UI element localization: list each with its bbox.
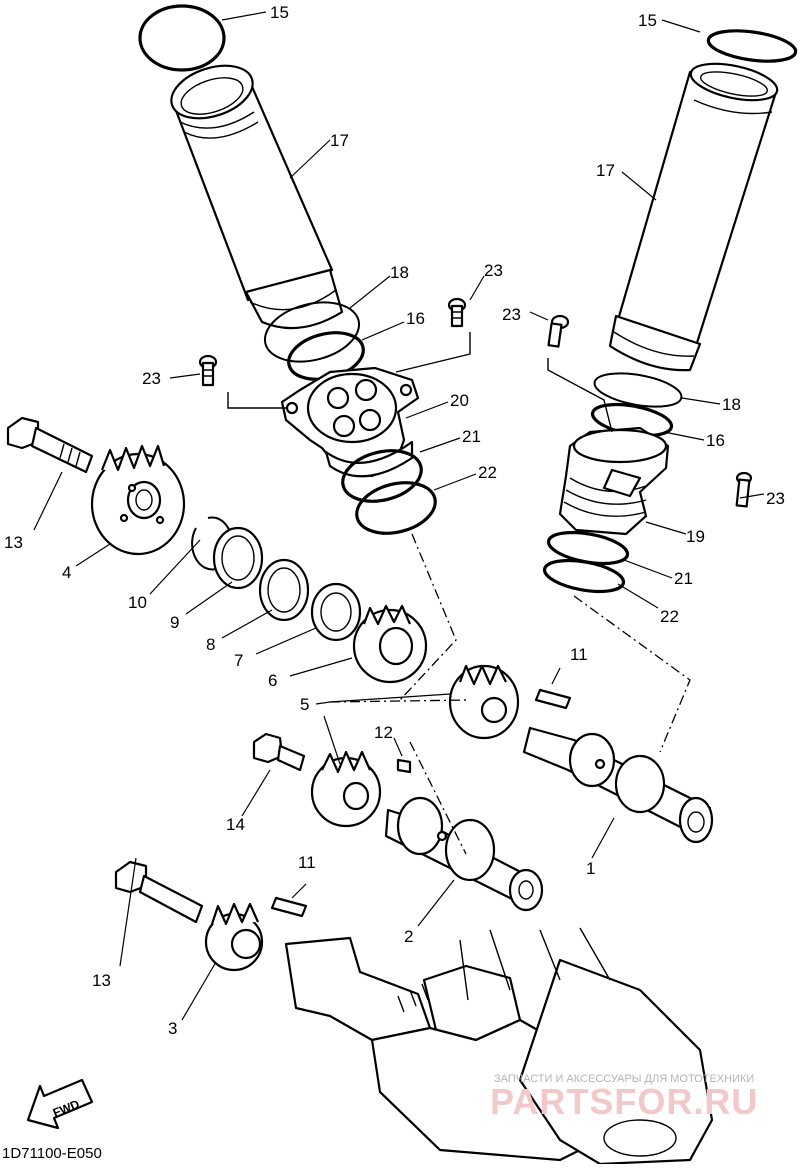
callout-23-top: 23: [484, 261, 503, 280]
washer-8: [258, 558, 310, 622]
ring-18-left: [263, 301, 361, 363]
callout-17-left: 17: [330, 131, 349, 150]
callout-11-lower: 11: [298, 853, 316, 872]
sprocket-5-upper: [448, 664, 520, 740]
callout-19: 19: [686, 527, 705, 546]
gear-4: [90, 444, 186, 556]
callout-15-right: 15: [638, 11, 657, 30]
callout-4: 4: [62, 563, 71, 582]
lock-washer-7: [310, 582, 362, 642]
leader-lines: [33, 11, 765, 1021]
callout-23-right-low: 23: [766, 489, 785, 508]
tube-17-right: [608, 62, 779, 372]
o-ring-21-left: [341, 449, 423, 503]
callout-17-right: 17: [596, 161, 615, 180]
callout-15-left: 15: [270, 3, 289, 22]
callout-labels: 15 15 17 17 18 18 23 23 23 23 16 16 20 2…: [4, 3, 785, 1038]
bolt-14: [252, 732, 306, 772]
fwd-direction-arrow: FWD: [26, 1078, 94, 1130]
key-12: [396, 758, 412, 774]
callout-14: 14: [226, 815, 245, 834]
crankshaft: [284, 927, 714, 1166]
holder-20: [280, 366, 420, 478]
bolt-23-right-low: [735, 471, 753, 508]
o-ring-22-left: [355, 481, 437, 535]
callout-23-right-top: 23: [502, 305, 521, 324]
bolt-23-lower-left: [198, 354, 218, 387]
callout-10: 10: [128, 593, 147, 612]
callout-20: 20: [450, 391, 469, 410]
o-ring-15-right: [706, 29, 798, 63]
callout-16-right: 16: [706, 431, 725, 450]
callout-21-left: 21: [462, 427, 481, 446]
callout-5: 5: [300, 695, 309, 714]
gear-3: [204, 902, 264, 972]
o-ring-22-right: [542, 558, 626, 594]
sprocket-6: [352, 604, 428, 684]
drawing-code: 1D71100-E050: [2, 1145, 102, 1162]
callout-12: 12: [374, 723, 393, 742]
watermark-brand: PARTSFOR.RU: [490, 1081, 758, 1122]
watermark-caption: ЗАПЧАСТИ И АКСЕССУАРЫ ДЛЯ МОТОТЕХНИКИ: [494, 1073, 754, 1085]
callout-13-upper: 13: [4, 533, 23, 552]
bolt-23-right-top: [547, 314, 570, 348]
callout-7: 7: [234, 651, 243, 670]
callout-23-left: 23: [142, 369, 161, 388]
callout-1: 1: [586, 859, 595, 878]
bolt-13-lower: [114, 860, 204, 924]
callout-2: 2: [404, 927, 413, 946]
callout-9: 9: [170, 613, 179, 632]
washer-9: [212, 526, 264, 590]
callout-22-right: 22: [660, 607, 679, 626]
key-11-upper: [534, 688, 572, 710]
callout-21-right: 21: [674, 569, 693, 588]
callout-16-left: 16: [406, 309, 425, 328]
camshaft-1: [522, 726, 714, 844]
callout-8: 8: [206, 635, 215, 654]
sprocket-5-lower: [310, 750, 382, 828]
callout-18-right: 18: [722, 395, 741, 414]
callout-18-left: 18: [390, 263, 409, 282]
bolt-13-upper: [6, 416, 94, 474]
camshaft-2: [384, 796, 544, 912]
callout-13-lower: 13: [92, 971, 111, 990]
tube-17-left: [170, 64, 344, 330]
callout-22-left: 22: [478, 463, 497, 482]
holder-19: [558, 426, 670, 536]
callout-6: 6: [268, 671, 277, 690]
callout-11-upper: 11: [570, 645, 588, 664]
key-11-lower: [270, 896, 308, 918]
o-ring-15-left: [138, 4, 226, 72]
bolt-23-upper: [447, 297, 467, 328]
callout-3: 3: [168, 1019, 177, 1038]
